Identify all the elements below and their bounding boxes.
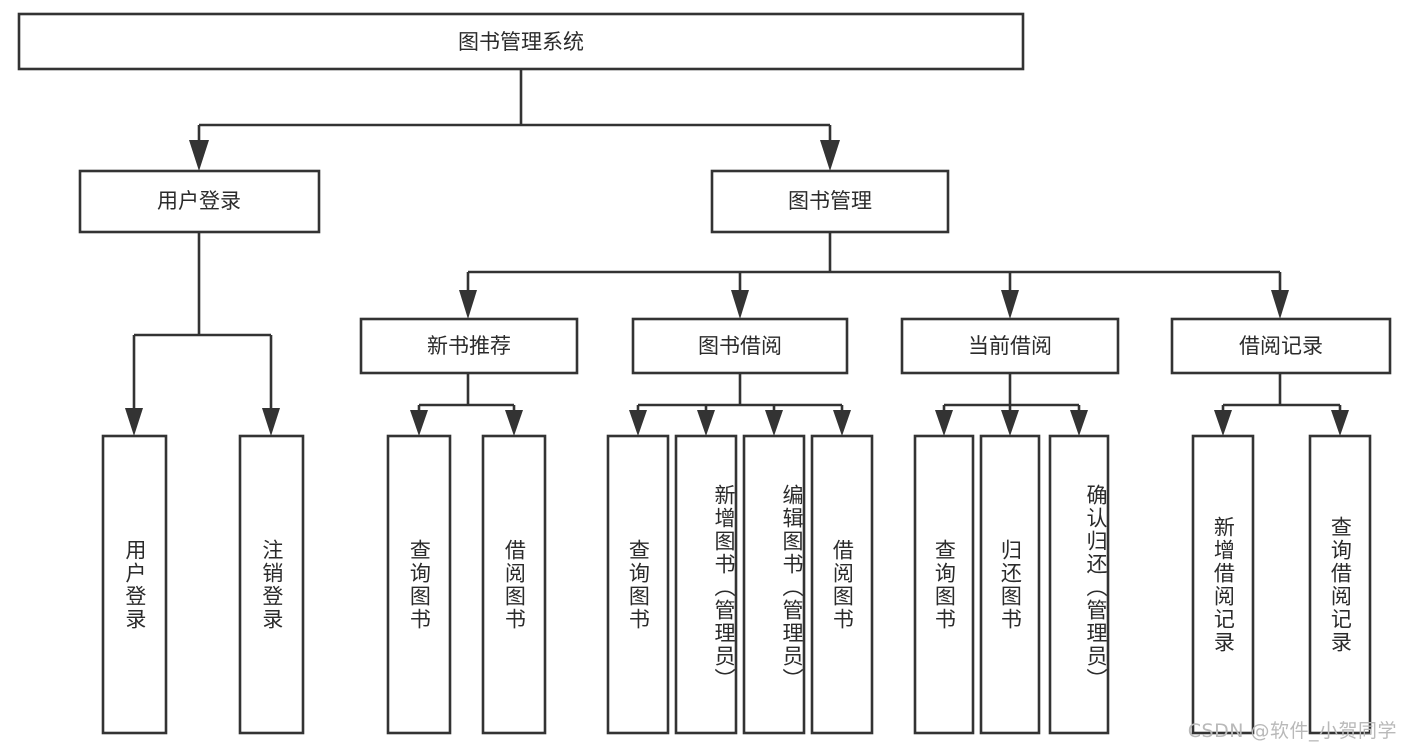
node-leaf-user-login[interactable] — [101, 434, 168, 735]
node-book-borrow[interactable]: 图书借阅 — [631, 317, 849, 375]
arrow-to-user-login — [189, 140, 209, 171]
connector-root-to-level1 — [189, 69, 840, 171]
node-root-label: 图书管理系统 — [458, 30, 584, 54]
node-user-login-label: 用户登录 — [157, 189, 241, 213]
node-leaf-query-book-2[interactable] — [606, 434, 670, 735]
node-new-book-rec-label: 新书推荐 — [427, 334, 511, 358]
csdn-watermark: CSDN @软件_小贺同学 — [1187, 720, 1397, 742]
node-leaf-add-record[interactable] — [1191, 434, 1255, 735]
arrow-to-book-manage — [820, 140, 840, 171]
node-current-borrow-label: 当前借阅 — [968, 334, 1052, 358]
node-root[interactable]: 图书管理系统 — [17, 12, 1025, 71]
node-leaf-confirm-return[interactable] — [1048, 434, 1110, 735]
node-leaf-edit-book[interactable] — [742, 434, 806, 735]
connector-borrowrecord-to-leaves — [1214, 373, 1349, 436]
node-book-borrow-label: 图书借阅 — [698, 334, 782, 358]
connector-currentborrow-to-leaves — [935, 373, 1088, 436]
node-book-manage-label: 图书管理 — [788, 189, 872, 213]
node-leaf-query-book-1[interactable] — [386, 434, 452, 735]
connector-newbook-to-leaves — [410, 373, 523, 436]
node-borrow-record[interactable]: 借阅记录 — [1170, 317, 1392, 375]
node-leaf-query-record[interactable] — [1308, 434, 1372, 735]
connector-bookmanage-to-level2 — [459, 232, 1289, 319]
node-leaf-add-book[interactable] — [674, 434, 738, 735]
node-leaf-borrow-book-1[interactable] — [481, 434, 547, 735]
node-user-login[interactable]: 用户登录 — [78, 169, 321, 234]
node-leaf-user-logout[interactable] — [238, 434, 305, 735]
connector-userlogin-to-leaves — [125, 232, 280, 436]
node-leaf-return-book[interactable] — [979, 434, 1041, 735]
node-leaf-query-book-3[interactable] — [913, 434, 975, 735]
node-book-manage[interactable]: 图书管理 — [710, 169, 950, 234]
node-borrow-record-label: 借阅记录 — [1239, 334, 1323, 358]
leaf-node-rects — [101, 434, 1372, 735]
node-new-book-rec[interactable]: 新书推荐 — [359, 317, 579, 375]
connector-bookborrow-to-leaves — [629, 373, 851, 436]
node-current-borrow[interactable]: 当前借阅 — [900, 317, 1120, 375]
node-leaf-borrow-book-2[interactable] — [810, 434, 874, 735]
